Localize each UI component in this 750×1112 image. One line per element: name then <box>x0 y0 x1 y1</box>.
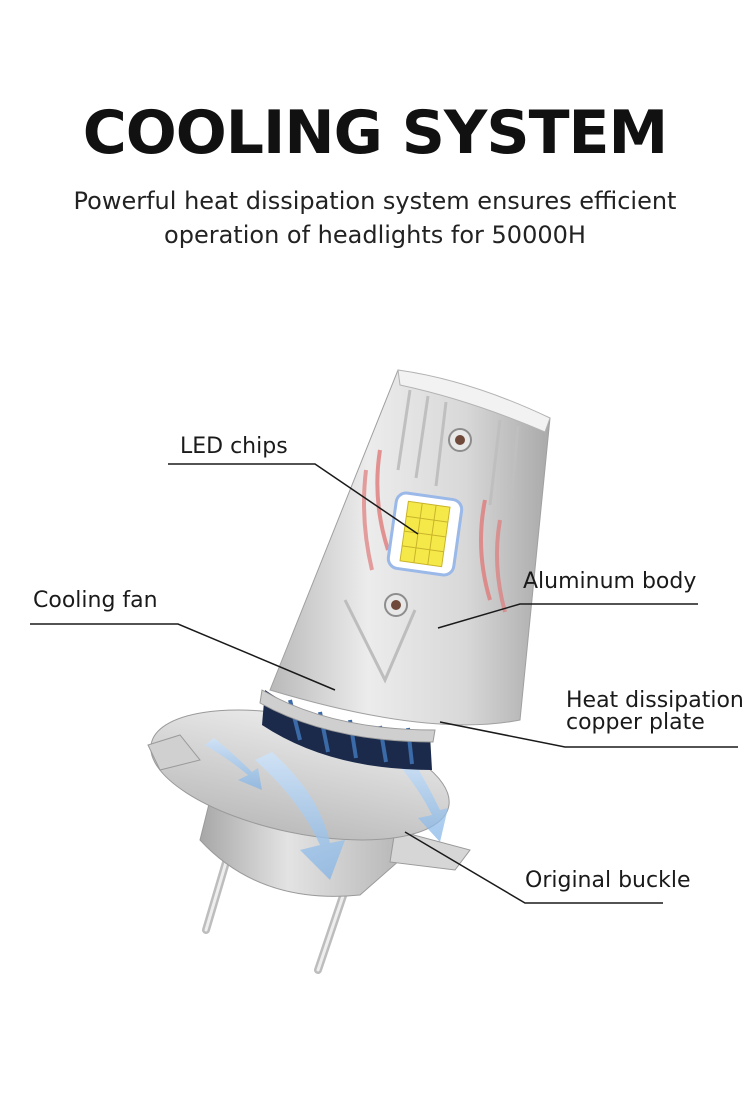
label-aluminum-body: Aluminum body <box>523 569 697 594</box>
label-heat-dissipation-line-2: copper plate <box>566 710 705 735</box>
page-title: COOLING SYSTEM <box>82 98 668 168</box>
label-led-chips: LED chips <box>180 434 288 459</box>
subtitle-line-2: operation of headlights for 50000H <box>164 221 586 249</box>
label-heat-dissipation-line-1: Heat dissipation <box>566 688 744 713</box>
airflow-arrows <box>205 738 448 880</box>
label-cooling-fan: Cooling fan <box>33 588 158 613</box>
label-original-buckle: Original buckle <box>525 868 691 893</box>
subtitle-line-1: Powerful heat dissipation system ensures… <box>73 187 677 215</box>
page-subtitle: Powerful heat dissipation system ensures… <box>60 184 690 252</box>
label-heat-dissipation: Heat dissipation copper plate <box>566 690 744 734</box>
led-chips-part <box>386 491 464 577</box>
cooling-fan-part <box>259 689 436 770</box>
